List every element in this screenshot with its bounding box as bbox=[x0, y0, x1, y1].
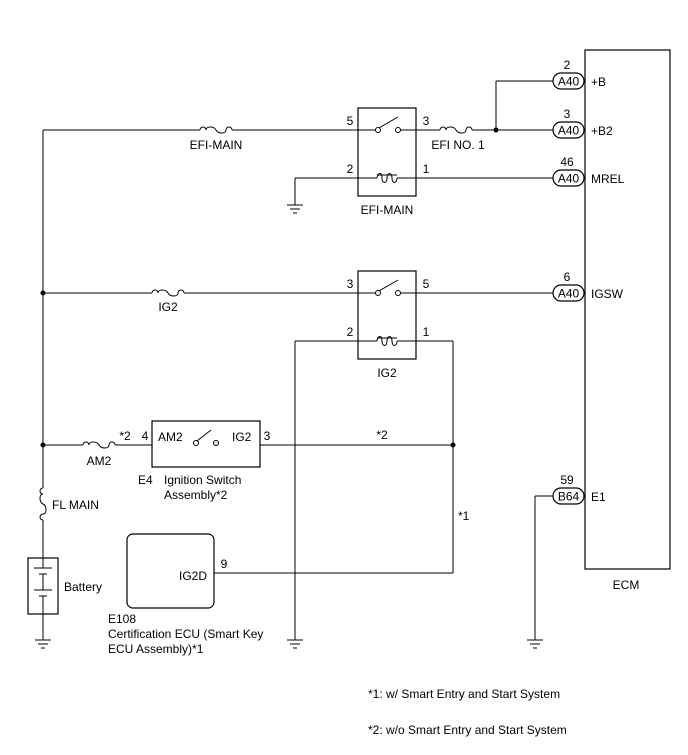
svg-text:+B2: +B2 bbox=[591, 124, 613, 138]
relay-ig2-label: IG2 bbox=[377, 366, 397, 380]
cert-ecu-id: E108 bbox=[108, 612, 136, 626]
svg-text:A40: A40 bbox=[558, 75, 580, 89]
svg-text:46: 46 bbox=[560, 155, 574, 169]
ig-switch-name-1: Ignition Switch bbox=[164, 473, 241, 487]
cert-ecu-name-1: Certification ECU (Smart Key bbox=[108, 627, 263, 641]
note-1: *1: w/ Smart Entry and Start System bbox=[368, 687, 560, 701]
ig-switch-wire-mark: *2 bbox=[376, 428, 388, 442]
relay-ig2-pin1: 1 bbox=[423, 325, 430, 339]
note-2: *2: w/o Smart Entry and Start System bbox=[368, 723, 567, 737]
fuse-efi-main bbox=[199, 126, 233, 134]
ecm-pin-mrel: A40 46 MREL bbox=[552, 155, 625, 187]
svg-text:6: 6 bbox=[564, 270, 571, 284]
svg-text:A40: A40 bbox=[558, 287, 580, 301]
am2-mark: *2 bbox=[119, 429, 131, 443]
svg-text:E1: E1 bbox=[591, 490, 606, 504]
cert-ecu-name-2: ECU Assembly)*1 bbox=[108, 642, 204, 656]
relay-efi-main-pin3: 3 bbox=[423, 114, 430, 128]
ig-switch-pin3: 3 bbox=[264, 429, 271, 443]
svg-text:B64: B64 bbox=[558, 490, 580, 504]
ecm-label: ECM bbox=[613, 578, 640, 592]
relay-efi-main-pin5: 5 bbox=[347, 114, 354, 128]
relay-efi-main-pin2: 2 bbox=[347, 162, 354, 176]
cert-ecu-pin-name: IG2D bbox=[179, 569, 207, 583]
ground-battery bbox=[35, 639, 51, 649]
svg-text:+B: +B bbox=[591, 75, 606, 89]
ecm-pin-b2: A40 3 +B2 bbox=[552, 107, 613, 139]
fuse-ig2-label: IG2 bbox=[158, 300, 178, 314]
ecm-pin-e1: B64 59 E1 bbox=[552, 473, 606, 505]
relay-efi-main-label: EFI-MAIN bbox=[361, 203, 414, 217]
svg-text:IGSW: IGSW bbox=[591, 287, 624, 301]
ig-switch-id: E4 bbox=[138, 473, 153, 487]
svg-text:3: 3 bbox=[564, 107, 571, 121]
relay-ig2-pin2: 2 bbox=[347, 325, 354, 339]
ig-switch-name-2: Assembly*2 bbox=[164, 488, 228, 502]
fuse-am2 bbox=[82, 441, 116, 449]
ecm-pin-b: A40 2 +B bbox=[552, 58, 606, 90]
svg-text:A40: A40 bbox=[558, 124, 580, 138]
ecm-pin-igsw: A40 6 IGSW bbox=[552, 270, 624, 302]
fuse-efi-no1 bbox=[439, 126, 473, 134]
battery-label: Battery bbox=[64, 580, 102, 594]
ground-ig2 bbox=[287, 639, 303, 649]
svg-text:2: 2 bbox=[564, 58, 571, 72]
ig-switch-ig2: IG2 bbox=[232, 430, 252, 444]
svg-text:MREL: MREL bbox=[591, 172, 625, 186]
ig-switch-pin4: 4 bbox=[142, 429, 149, 443]
relay-efi-main-box bbox=[357, 107, 417, 197]
relay-ig2-pin3: 3 bbox=[347, 277, 354, 291]
fuse-fl-main-label: FL MAIN bbox=[52, 498, 99, 512]
relay-ig2-pin5: 5 bbox=[423, 277, 430, 291]
relay-efi-main-pin1: 1 bbox=[423, 162, 430, 176]
fuse-efi-main-label: EFI-MAIN bbox=[190, 138, 243, 152]
svg-text:59: 59 bbox=[560, 473, 574, 487]
cert-ecu-pin-num: 9 bbox=[221, 557, 228, 571]
fuse-efi-no1-label: EFI NO. 1 bbox=[431, 138, 485, 152]
fuse-fl-main bbox=[39, 487, 47, 521]
cert-ecu-box bbox=[126, 533, 215, 609]
ignition-switch-box bbox=[151, 420, 261, 468]
relay-ig2-box bbox=[357, 270, 417, 360]
ecm-box bbox=[584, 49, 671, 570]
ground-efi-main bbox=[287, 204, 303, 214]
fuse-ig2 bbox=[151, 289, 185, 297]
cert-wire-mark: *1 bbox=[458, 509, 470, 523]
ig-switch-am2: AM2 bbox=[158, 430, 183, 444]
ground-ecm-e1 bbox=[527, 639, 543, 649]
fuse-am2-label: AM2 bbox=[87, 454, 112, 468]
svg-text:A40: A40 bbox=[558, 172, 580, 186]
